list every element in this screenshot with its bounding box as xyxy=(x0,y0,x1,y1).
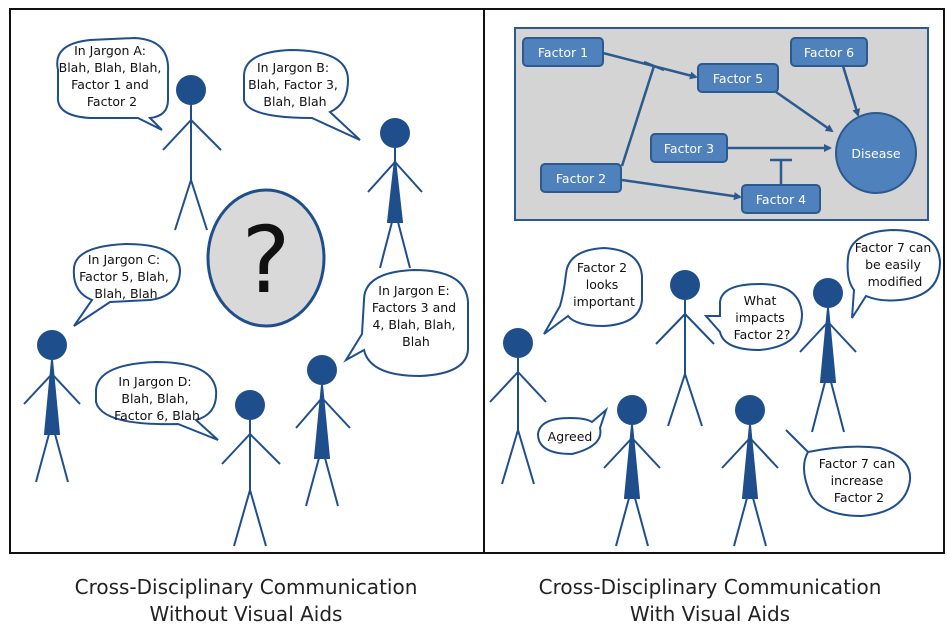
speech-bubble-jargon-a: In Jargon A: Blah, Blah, Blah, Factor 1 … xyxy=(56,36,170,131)
stick-figure-woman-4 xyxy=(799,278,857,433)
inhibit-factor2-link xyxy=(620,65,656,167)
stick-figure-man-1 xyxy=(162,75,222,231)
question-mark-text: ? xyxy=(242,207,291,314)
stick-figure-woman-2 xyxy=(23,330,81,483)
bubble-factor7-modified-text: Factor 7 can be easily modified xyxy=(855,240,936,289)
speech-bubble-factor2-important: Factor 2 looks important xyxy=(543,246,643,335)
stick-figure-woman-6 xyxy=(721,395,779,547)
stick-figure-man-4 xyxy=(655,270,715,427)
factor3-label: Factor 3 xyxy=(664,141,714,156)
diagram-node-factor5: Factor 5 xyxy=(697,63,779,93)
left-caption-line1: Cross-Disciplinary Communication xyxy=(74,575,418,599)
diagram-node-factor1: Factor 1 xyxy=(522,37,604,67)
right-caption-line2: With Visual Aids xyxy=(629,602,791,626)
right-caption: Cross-Disciplinary Communication With Vi… xyxy=(474,574,946,628)
stick-figure-woman-1 xyxy=(367,118,423,269)
factor2-label: Factor 2 xyxy=(556,171,606,186)
factor6-label: Factor 6 xyxy=(804,45,854,60)
speech-bubble-jargon-c: In Jargon C: Factor 5, Blah, Blah, Blah xyxy=(72,242,182,327)
speech-bubble-what-impacts: What impacts Factor 2? xyxy=(703,282,804,352)
disease-label: Disease xyxy=(851,146,900,161)
inhibit-bar-1 xyxy=(643,60,665,72)
right-caption-line1: Cross-Disciplinary Communication xyxy=(538,575,882,599)
arrow-factor2-factor4 xyxy=(621,178,742,201)
diagram-node-disease: Disease xyxy=(835,112,917,194)
diagram-node-factor2: Factor 2 xyxy=(540,163,622,193)
bubble-what-impacts-text: What impacts Factor 2? xyxy=(734,293,791,342)
left-caption: Cross-Disciplinary Communication Without… xyxy=(10,574,482,628)
left-caption-line2: Without Visual Aids xyxy=(149,602,343,626)
bubble-factor7-increase-text: Factor 7 can increase Factor 2 xyxy=(819,456,900,505)
factor4-label: Factor 4 xyxy=(756,192,806,207)
arrow-factor5-disease xyxy=(775,90,834,133)
speech-bubble-factor7-increase: Factor 7 can increase Factor 2 xyxy=(785,429,912,518)
stick-figure-man-2 xyxy=(221,390,281,547)
diagram-node-factor4: Factor 4 xyxy=(741,184,821,214)
stick-figure-man-3 xyxy=(489,328,547,485)
bubble-d-text: In Jargon D: Blah, Blah, Factor 6, Blah xyxy=(114,374,200,423)
bubble-a-text: In Jargon A: Blah, Blah, Blah, Factor 1 … xyxy=(59,43,166,109)
speech-bubble-agreed: Agreed xyxy=(536,406,609,456)
speech-bubble-jargon-e: In Jargon E: Factors 3 and 4, Blah, Blah… xyxy=(343,268,469,378)
bubble-b-text: In Jargon B: Blah, Factor 3, Blah, Blah xyxy=(248,60,342,109)
diagram-connectors xyxy=(602,51,861,201)
diagram-node-factor3: Factor 3 xyxy=(650,133,728,163)
stick-figure-woman-5 xyxy=(603,395,661,547)
stick-figure-woman-3 xyxy=(295,355,351,507)
question-mark-icon: ? xyxy=(206,188,326,328)
arrow-factor6-disease xyxy=(841,65,861,117)
speech-bubble-factor7-modified: Factor 7 can be easily modified xyxy=(846,228,942,319)
speech-bubble-jargon-b: In Jargon B: Blah, Factor 3, Blah, Blah xyxy=(243,48,361,141)
bubble-agreed-text: Agreed xyxy=(548,429,593,444)
speech-bubble-jargon-d: In Jargon D: Blah, Blah, Factor 6, Blah xyxy=(95,360,219,441)
factor1-label: Factor 1 xyxy=(538,45,588,60)
diagram-node-factor6: Factor 6 xyxy=(790,37,868,67)
factor5-label: Factor 5 xyxy=(713,71,763,86)
bubble-e-text: In Jargon E: Factors 3 and 4, Blah, Blah… xyxy=(372,283,460,349)
bubble-factor2-important-text: Factor 2 looks important xyxy=(573,260,635,309)
bubble-c-text: In Jargon C: Factor 5, Blah, Blah, Blah xyxy=(79,252,173,301)
